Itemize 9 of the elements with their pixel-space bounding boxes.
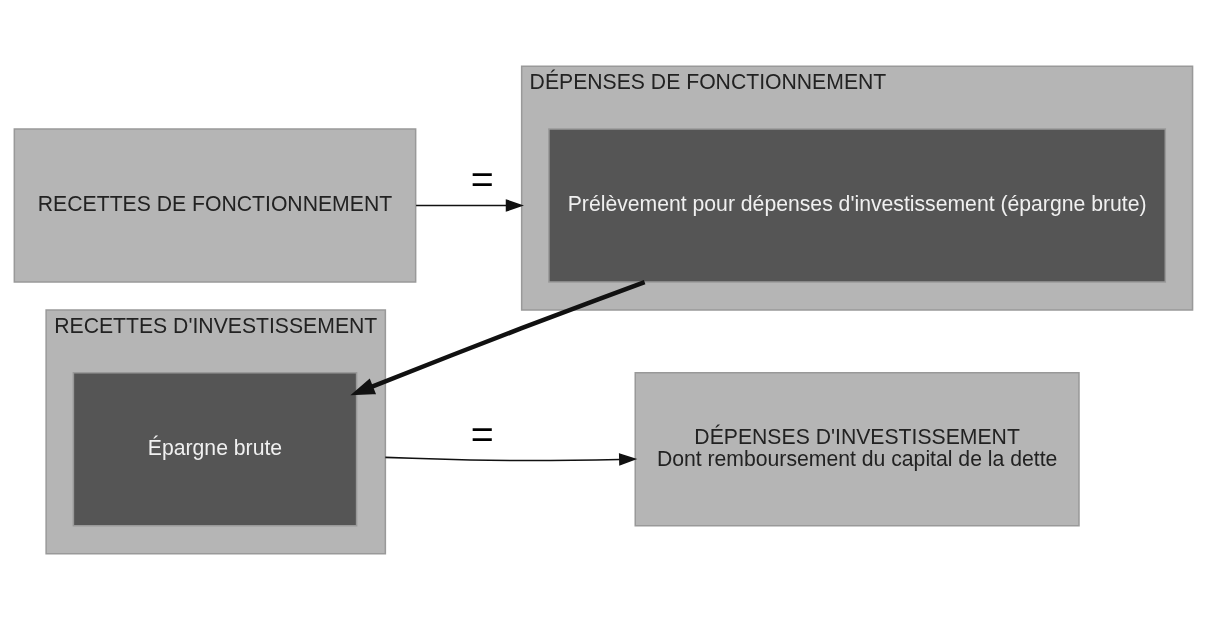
arrow: [350, 279, 646, 396]
node-box: Prélèvement pour dépenses d'investissement (épargne brute): [548, 128, 1167, 283]
node-box: DÉPENSES D'INVESTISSEMENT Dont remboursement du capital de la dette: [634, 372, 1080, 527]
arrow: [415, 199, 524, 212]
edge-label: =: [470, 157, 494, 202]
arrow: [384, 453, 638, 466]
edge-label: =: [470, 411, 494, 456]
node-box: RECETTES DE FONCTIONNEMENT: [13, 128, 417, 283]
node-box: Épargne brute: [72, 372, 358, 527]
